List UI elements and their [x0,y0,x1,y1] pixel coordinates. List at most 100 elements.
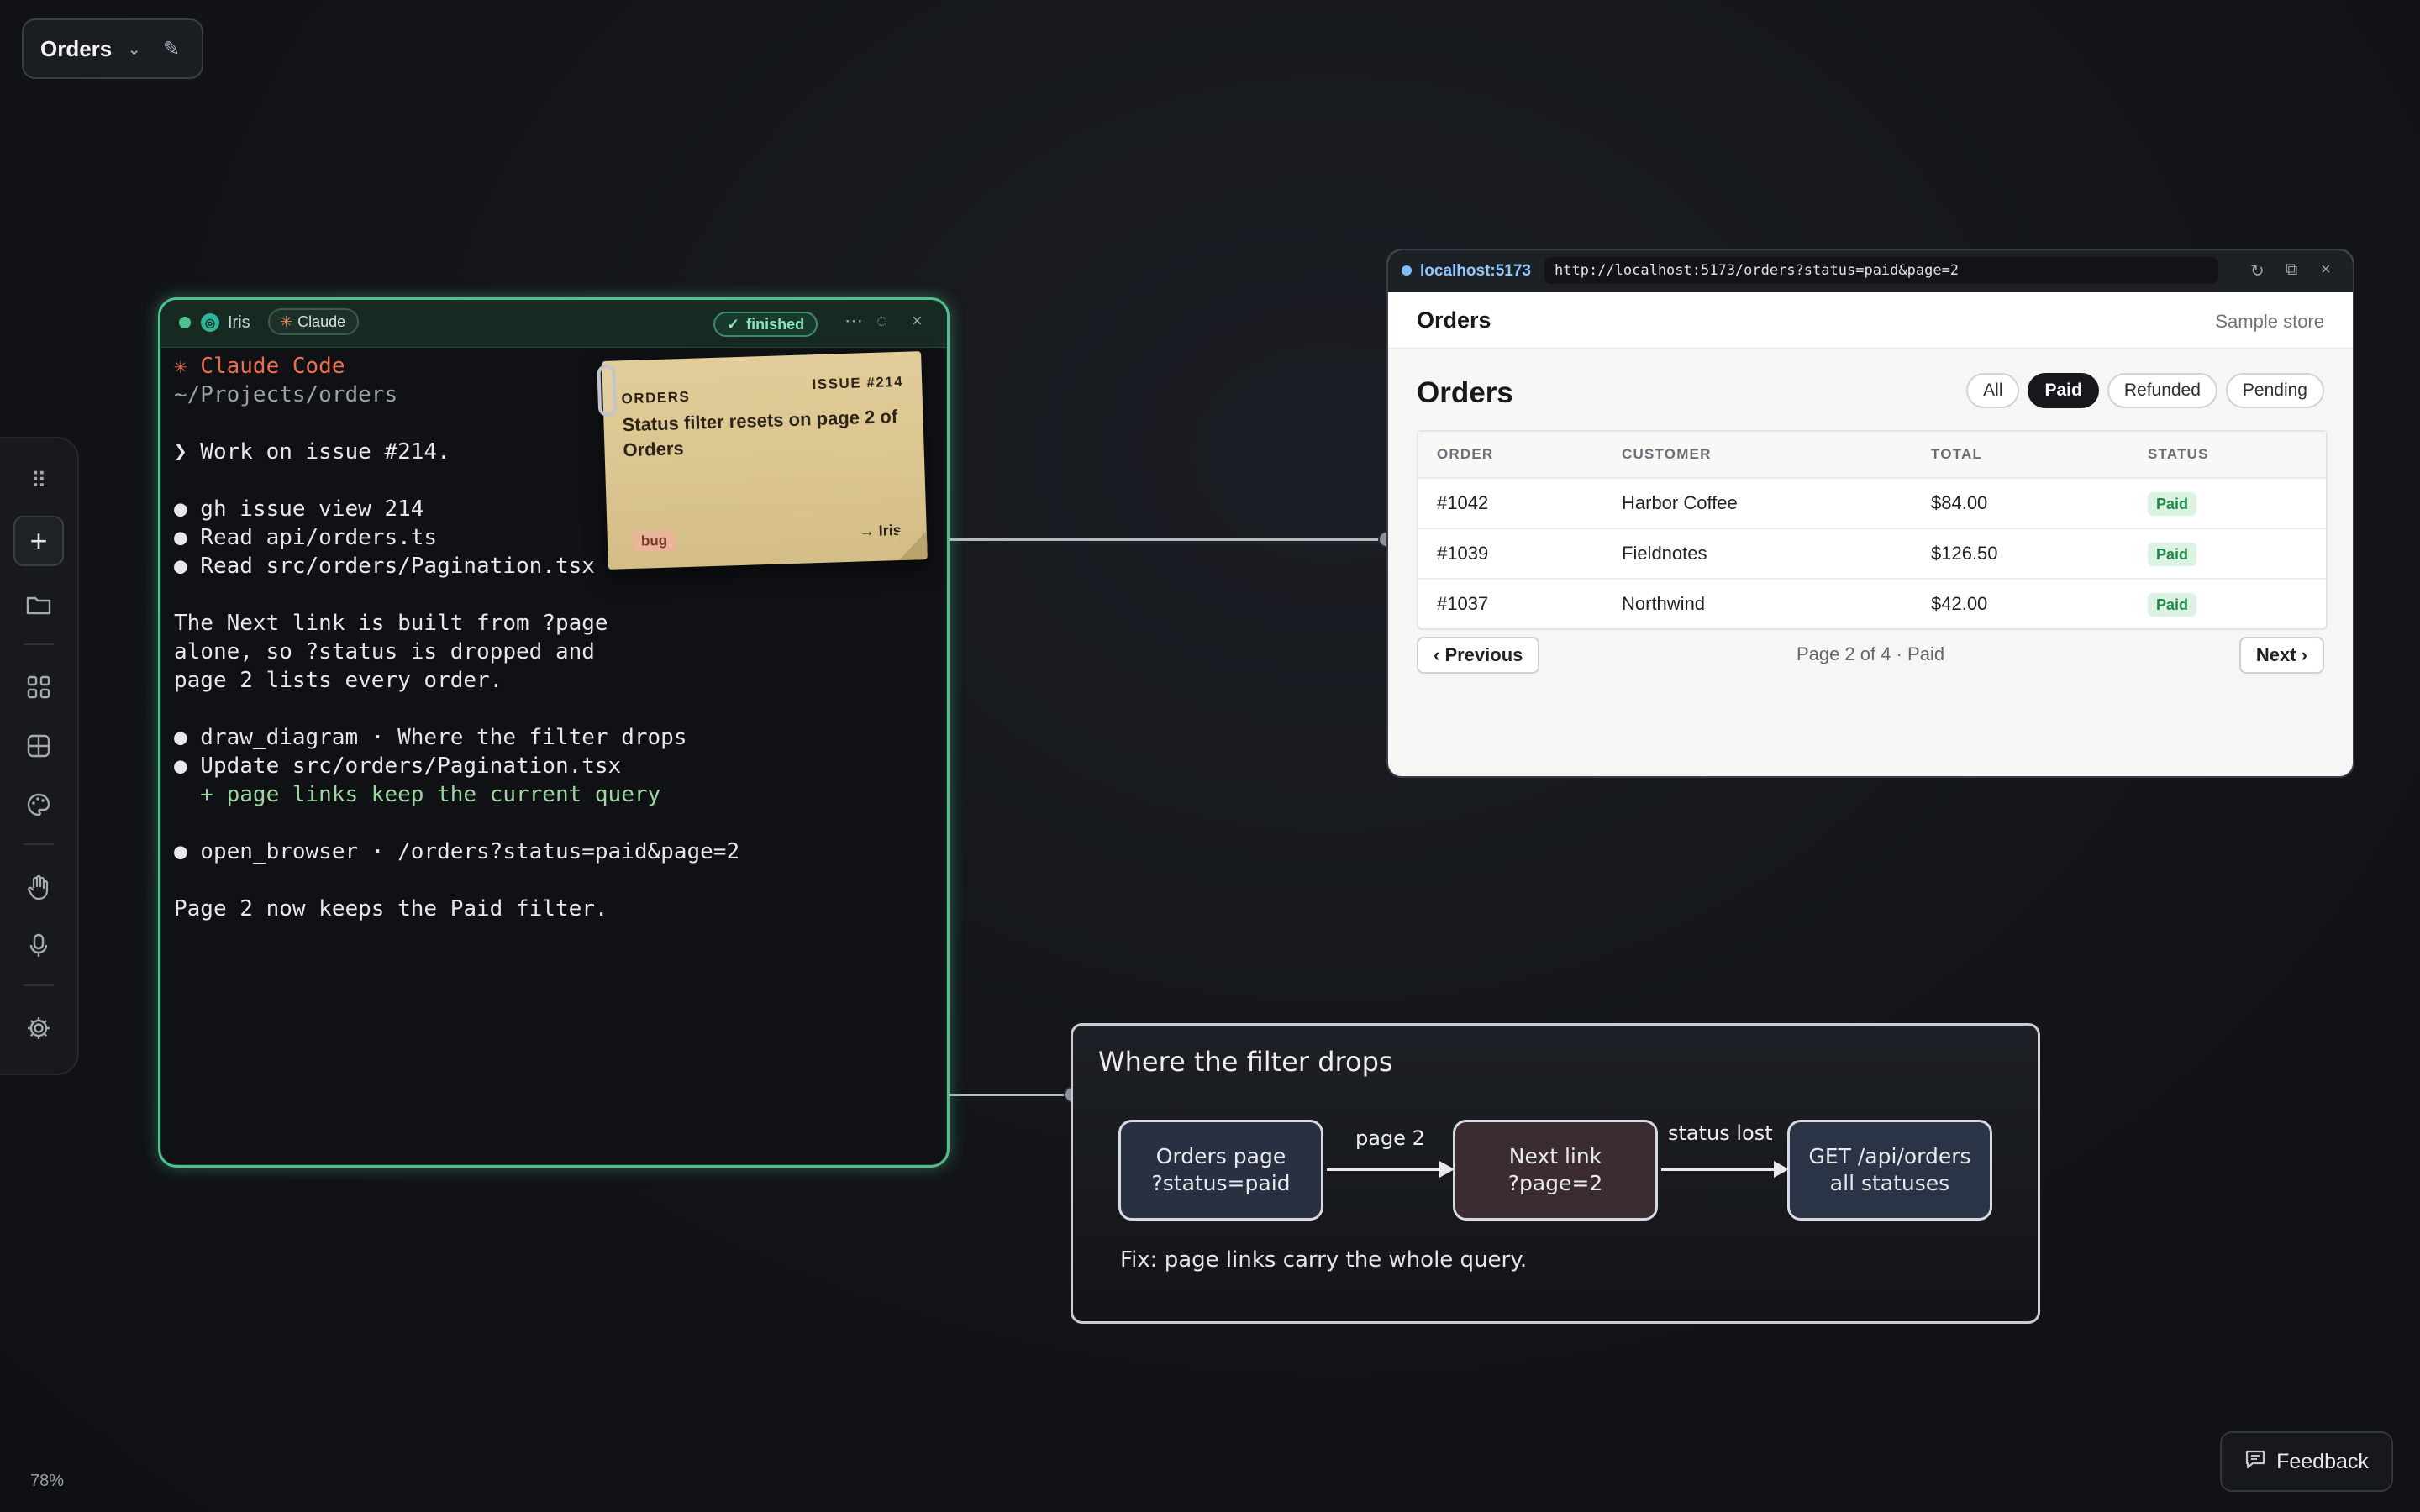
focus-icon[interactable]: ◌ [876,310,888,331]
node-line: GET /api/orders [1808,1144,1971,1168]
terminal-line: ✳ Claude Code [174,354,345,379]
node-line: ?status=paid [1151,1171,1291,1195]
close-icon[interactable]: × [912,310,923,331]
terminal-line: page 2 lists every order. [174,668,503,693]
previous-page-button[interactable]: ‹ Previous [1417,637,1540,674]
diagram-arrow [1327,1161,1455,1178]
page-title: Orders [1417,376,1513,409]
filter-paid[interactable]: Paid [2028,373,2099,408]
diagram-arrow [1661,1161,1789,1178]
close-icon[interactable]: × [2321,260,2331,279]
node-line: all statuses [1829,1171,1950,1195]
status-badge: Paid [2148,543,2197,567]
node-line: Orders page [1155,1144,1286,1168]
terminal-line: + page links keep the current query [174,782,661,807]
order-total: $126.50 [1931,543,1998,564]
customer-name: Fieldnotes [1622,543,1707,564]
table-row[interactable]: #1042 Harbor Coffee $84.00 Paid [1418,479,2326,529]
terminal-line: alone, so ?status is dropped and [174,639,595,664]
diagram-node-api[interactable]: GET /api/orders all statuses [1787,1120,1992,1221]
hand-icon[interactable] [13,862,64,912]
order-id: #1037 [1437,593,1489,614]
model-chip[interactable]: ✳ Claude [268,308,360,335]
column-header: CUSTOMER [1622,446,1712,462]
terminal-line: ● gh issue view 214 [174,496,424,522]
page-curl [897,530,928,561]
feedback-button[interactable]: Feedback [2220,1431,2393,1492]
claude-star-icon: ✳ [280,312,293,330]
issue-sticky-note[interactable]: ORDERS ISSUE #214 Status filter resets o… [597,351,928,570]
filter-pending[interactable]: Pending [2225,373,2324,408]
orders-table: ORDER CUSTOMER TOTAL STATUS #1042 Harbor… [1417,430,2328,630]
column-header: STATUS [2148,446,2209,462]
reload-icon[interactable]: ↻ [2250,262,2265,281]
project-switcher[interactable]: Orders ⌄ ✎ [22,18,203,79]
model-name: Claude [297,312,346,330]
sticky-category: ORDERS [621,388,691,407]
status-dot [179,317,191,328]
gear-icon[interactable] [13,1003,64,1053]
filter-refunded[interactable]: Refunded [2107,373,2217,408]
diagram-fix-note: Fix: page links carry the whole query. [1120,1247,1528,1273]
diagram-node-orders-page[interactable]: Orders page ?status=paid [1118,1120,1323,1221]
apps-grid-icon[interactable] [13,662,64,712]
more-options-icon[interactable]: ⋯ [844,310,863,331]
palette-icon[interactable] [13,780,64,830]
project-name: Orders [40,35,113,61]
pagination-info: Page 2 of 4 · Paid [1796,643,1945,664]
node-line: ?page=2 [1507,1171,1603,1195]
table-row[interactable]: #1037 Northwind $42.00 Paid [1418,580,2326,628]
browser-host: localhost:5173 [1420,262,1531,280]
status-label: finished [746,315,805,333]
terminal-line: ● Update src/orders/Pagination.tsx [174,753,622,779]
terminal-line: ~/Projects/orders [174,382,398,407]
status-badge: Paid [2148,492,2197,517]
sticky-tag: bug [632,530,676,552]
terminal-output[interactable]: ✳ Claude Code ~/Projects/orders ❯ Work o… [174,354,934,1152]
customer-name: Northwind [1622,593,1706,614]
browser-preview-window[interactable]: localhost:5173 http://localhost:5173/ord… [1386,249,2354,778]
terminal-line: ● Read api/orders.ts [174,525,438,550]
edge-label: page 2 [1355,1126,1425,1150]
connector-terminal-diagram [944,1094,1071,1096]
status-badge: ✓ finished [713,312,818,337]
terminal-line: ● open_browser · /orders?status=paid&pag… [174,839,740,864]
site-brand[interactable]: Orders [1417,307,1491,333]
folder-icon[interactable] [13,580,64,630]
agent-name: Iris [228,313,250,332]
diagram-node-next-link[interactable]: Next link ?page=2 [1453,1120,1658,1221]
table-row[interactable]: #1039 Fieldnotes $126.50 Paid [1418,529,2326,580]
filter-all[interactable]: All [1966,373,2020,408]
connector-terminal-browser [944,538,1386,541]
paperclip-icon [597,364,618,417]
open-external-icon[interactable]: ⧉ [2286,260,2298,279]
terminal-line: ● Read src/orders/Pagination.tsx [174,554,595,579]
chevron-down-icon: ⌄ [127,39,142,59]
sticky-assignee: → Iris [859,521,902,540]
terminal-title-bar[interactable]: ◎ Iris ✳ Claude ✓ finished ⋯ ◌ × [160,300,947,348]
terminal-line: The Next link is built from ?page [174,611,608,636]
column-header: TOTAL [1931,446,1983,462]
next-page-button[interactable]: Next › [2238,637,2324,674]
address-bar[interactable]: http://localhost:5173/orders?status=paid… [1544,257,2218,284]
drag-handle-icon[interactable]: ⠿ [30,467,47,493]
layout-grid-icon[interactable] [13,721,64,771]
check-icon: ✓ [727,315,740,333]
microphone-icon[interactable] [13,921,64,971]
diagram-title: Where the filter drops [1098,1046,1393,1078]
pencil-icon[interactable]: ✎ [163,37,181,60]
terminal-line: Page 2 now keeps the Paid filter. [174,896,608,921]
feedback-label: Feedback [2276,1449,2369,1473]
table-header: ORDER CUSTOMER TOTAL STATUS [1418,432,2326,479]
zoom-level[interactable]: 78% [30,1472,65,1490]
terminal-line: ● draw_diagram · Where the filter drops [174,725,687,750]
add-icon[interactable]: + [13,516,64,566]
diagram-window[interactable]: Where the filter drops Orders page ?stat… [1071,1023,2040,1324]
sticky-issue-number: ISSUE #214 [812,373,904,393]
store-name: Sample store [2215,311,2324,332]
chat-bubble-icon [2244,1449,2266,1475]
browser-toolbar[interactable]: localhost:5173 http://localhost:5173/ord… [1388,250,2353,293]
column-header: ORDER [1437,446,1494,462]
customer-name: Harbor Coffee [1622,492,1738,513]
order-id: #1042 [1437,492,1489,513]
